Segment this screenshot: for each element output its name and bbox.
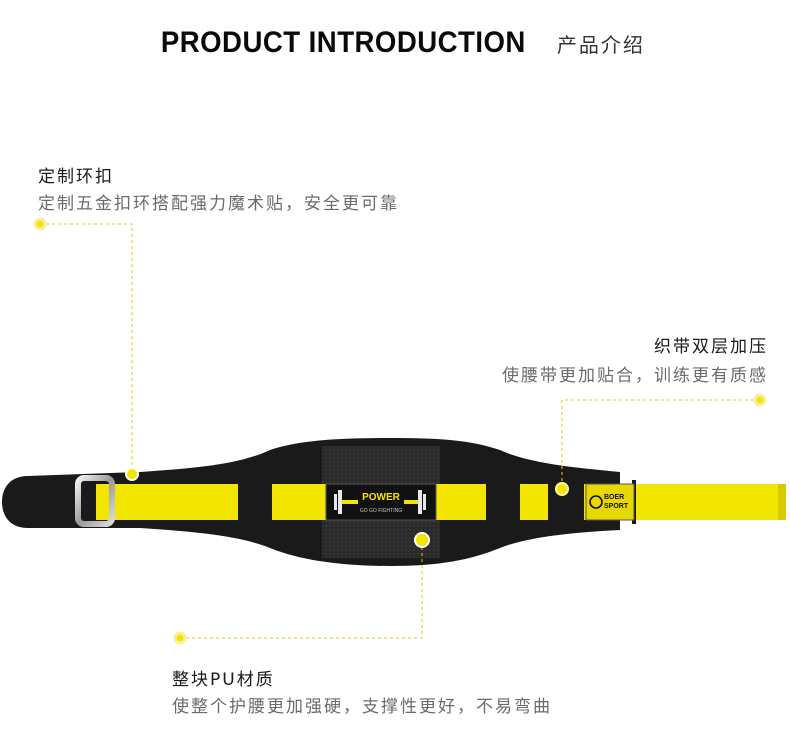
pu-callout-line bbox=[180, 540, 423, 639]
brand-logo-line1: BOER bbox=[604, 494, 624, 501]
buckle-callout-desc: 定制五金扣环搭配强力魔术贴，安全更可靠 bbox=[38, 194, 399, 214]
page-title: PRODUCT INTRODUCTION bbox=[160, 26, 526, 59]
brand-logo-icon bbox=[589, 495, 603, 509]
webbing-callout-desc: 使腰带更加贴合，训练更有质感 bbox=[502, 366, 768, 386]
buckle-callout-title: 定制环扣 bbox=[38, 167, 114, 187]
power-patch-main: POWER bbox=[362, 492, 401, 503]
pu-callout-desc: 使整个护腰更加强硬，支撑性更好，不易弯曲 bbox=[172, 697, 552, 717]
page-subtitle: 产品介绍 bbox=[556, 32, 645, 57]
belt-strap bbox=[548, 472, 584, 530]
belt-strap bbox=[486, 472, 520, 530]
yellow-webbing bbox=[96, 484, 786, 520]
buckle-icon bbox=[75, 475, 115, 527]
webbing-callout-title: 织带双层加压 bbox=[654, 337, 768, 357]
pu-callout-title: 整块PU材质 bbox=[172, 670, 275, 690]
belt-strap bbox=[238, 472, 272, 530]
brand-logo-line2: SPORT bbox=[604, 503, 629, 510]
power-patch-sub: GO GO FIGHTING bbox=[360, 508, 402, 514]
brand-logo-patch bbox=[585, 483, 635, 521]
page-header: PRODUCT INTRODUCTION 产品介绍 bbox=[0, 26, 790, 66]
webbing-end bbox=[778, 484, 786, 520]
webbing-callout-line bbox=[561, 399, 760, 488]
buckle-callout-line bbox=[40, 223, 133, 472]
callout-dots bbox=[33, 217, 767, 645]
dumbbell-icon bbox=[334, 490, 426, 514]
